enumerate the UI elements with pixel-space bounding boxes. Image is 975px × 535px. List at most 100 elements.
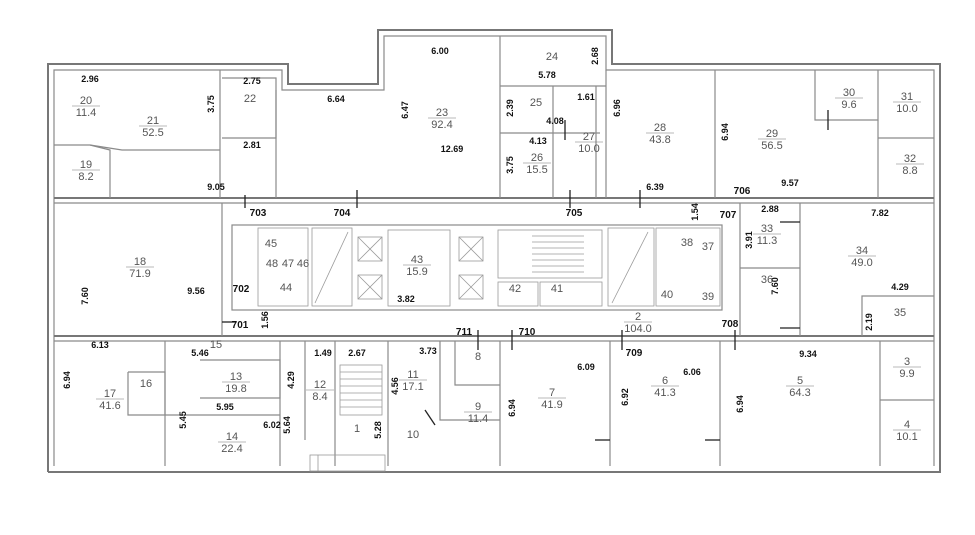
room-area-14: 22.4 xyxy=(221,443,242,455)
dimension-label: 6.94 xyxy=(507,399,517,417)
door-number-703: 703 xyxy=(250,208,267,219)
dimension-label: 6.94 xyxy=(735,395,745,413)
dimension-label: 9.56 xyxy=(187,286,205,296)
dimension-label: 4.13 xyxy=(529,136,547,146)
corridor-walls xyxy=(54,197,934,342)
room-area-30: 9.6 xyxy=(841,99,856,111)
entrance-steps xyxy=(309,454,386,472)
room-number-32: 32 xyxy=(904,153,916,165)
room-number-21: 21 xyxy=(147,115,159,127)
room-area-18: 71.9 xyxy=(129,268,150,280)
room-area-28: 43.8 xyxy=(649,134,670,146)
core-block xyxy=(231,224,723,311)
room-number-42: 42 xyxy=(509,283,521,295)
room-number-43: 43 xyxy=(411,254,423,266)
dimension-label: 3.73 xyxy=(419,346,437,356)
dimension-label: 2.39 xyxy=(505,99,515,117)
room-number-23: 23 xyxy=(436,107,448,119)
room-area-34: 49.0 xyxy=(851,257,872,269)
room-number-14: 14 xyxy=(226,431,238,443)
room-number-7: 7 xyxy=(549,387,555,399)
door-number-705: 705 xyxy=(566,208,583,219)
room-number-44: 44 xyxy=(280,282,292,294)
room-area-2: 104.0 xyxy=(624,323,652,335)
dimension-label: 4.08 xyxy=(546,116,564,126)
room-number-41: 41 xyxy=(551,283,563,295)
dimension-label: 6.94 xyxy=(62,371,72,389)
dimension-label: 6.09 xyxy=(577,362,595,372)
room-number-1: 1 xyxy=(354,423,360,435)
room-area-17: 41.6 xyxy=(99,400,120,412)
room-number-33: 33 xyxy=(761,223,773,235)
dimension-label: 2.75 xyxy=(243,76,261,86)
room-number-19: 19 xyxy=(80,159,92,171)
room-labels: 12104.039.9410.1564.3641.3741.98911.4101… xyxy=(72,51,924,455)
dimension-label: 2.96 xyxy=(81,74,99,84)
dimension-label: 6.47 xyxy=(400,101,410,119)
dimension-label: 4.29 xyxy=(286,371,296,389)
room-number-36: 36 xyxy=(761,274,773,286)
room-area-6: 41.3 xyxy=(654,387,675,399)
room-number-24: 24 xyxy=(546,51,558,63)
dimension-label: 6.94 xyxy=(720,123,730,141)
room-area-33: 11.3 xyxy=(757,235,778,247)
dimension-label: 6.13 xyxy=(91,340,109,350)
door-number-704: 704 xyxy=(334,208,351,219)
room-number-5: 5 xyxy=(797,375,803,387)
room-area-27: 10.0 xyxy=(578,143,599,155)
room-number-10: 10 xyxy=(407,429,419,441)
room-area-32: 8.8 xyxy=(902,165,917,177)
door-number-701: 701 xyxy=(232,320,249,331)
door-ticks xyxy=(222,110,829,441)
dimension-label: 3.82 xyxy=(397,294,415,304)
room-number-13: 13 xyxy=(230,371,242,383)
room-number-40: 40 xyxy=(661,289,673,301)
room-number-26: 26 xyxy=(531,152,543,164)
dimension-label: 6.06 xyxy=(683,367,701,377)
room-number-3: 3 xyxy=(904,356,910,368)
room-number-37: 37 xyxy=(702,241,714,253)
dimension-label: 7.82 xyxy=(871,208,889,218)
room-number-2: 2 xyxy=(635,311,641,323)
room-number-38: 38 xyxy=(681,237,693,249)
room-area-21: 52.5 xyxy=(142,127,163,139)
room-area-23: 92.4 xyxy=(431,119,452,131)
dimension-label: 4.56 xyxy=(390,377,400,395)
dimension-label: 9.05 xyxy=(207,182,225,192)
room-number-4: 4 xyxy=(904,419,910,431)
door-number-711: 711 xyxy=(456,327,473,338)
room-area-12: 8.4 xyxy=(312,391,327,403)
room-number-6: 6 xyxy=(662,375,668,387)
dimension-label: 6.02 xyxy=(263,420,281,430)
door-number-710: 710 xyxy=(519,327,536,338)
dimension-label: 6.92 xyxy=(620,388,630,406)
room-area-43: 15.9 xyxy=(406,266,427,278)
room-area-9: 11.4 xyxy=(468,413,489,425)
interior-walls xyxy=(54,36,934,466)
dimension-label: 2.67 xyxy=(348,348,366,358)
dimension-label: 5.78 xyxy=(538,70,556,80)
room-area-31: 10.0 xyxy=(896,103,917,115)
room-area-20: 11.4 xyxy=(76,107,97,119)
room-area-7: 41.9 xyxy=(541,399,562,411)
dimension-label: 6.39 xyxy=(646,182,664,192)
room-area-29: 56.5 xyxy=(761,140,782,152)
dimension-label: 6.00 xyxy=(431,46,449,56)
room-number-27: 27 xyxy=(583,131,595,143)
dimension-label: 2.88 xyxy=(761,204,779,214)
dimension-label: 2.68 xyxy=(590,47,600,65)
dimension-label: 5.46 xyxy=(191,348,209,358)
door-number-709: 709 xyxy=(626,348,643,359)
room-number-20: 20 xyxy=(80,95,92,107)
room-number-45: 45 xyxy=(265,238,277,250)
room-area-3: 9.9 xyxy=(899,368,914,380)
dimension-label: 1.56 xyxy=(260,311,270,329)
door-number-708: 708 xyxy=(722,319,739,330)
dimension-label: 5.28 xyxy=(373,421,383,439)
room-number-29: 29 xyxy=(766,128,778,140)
room-area-4: 10.1 xyxy=(896,431,917,443)
door-number-706: 706 xyxy=(734,186,751,197)
room-number-31: 31 xyxy=(901,91,913,103)
room-number-25: 25 xyxy=(530,97,542,109)
